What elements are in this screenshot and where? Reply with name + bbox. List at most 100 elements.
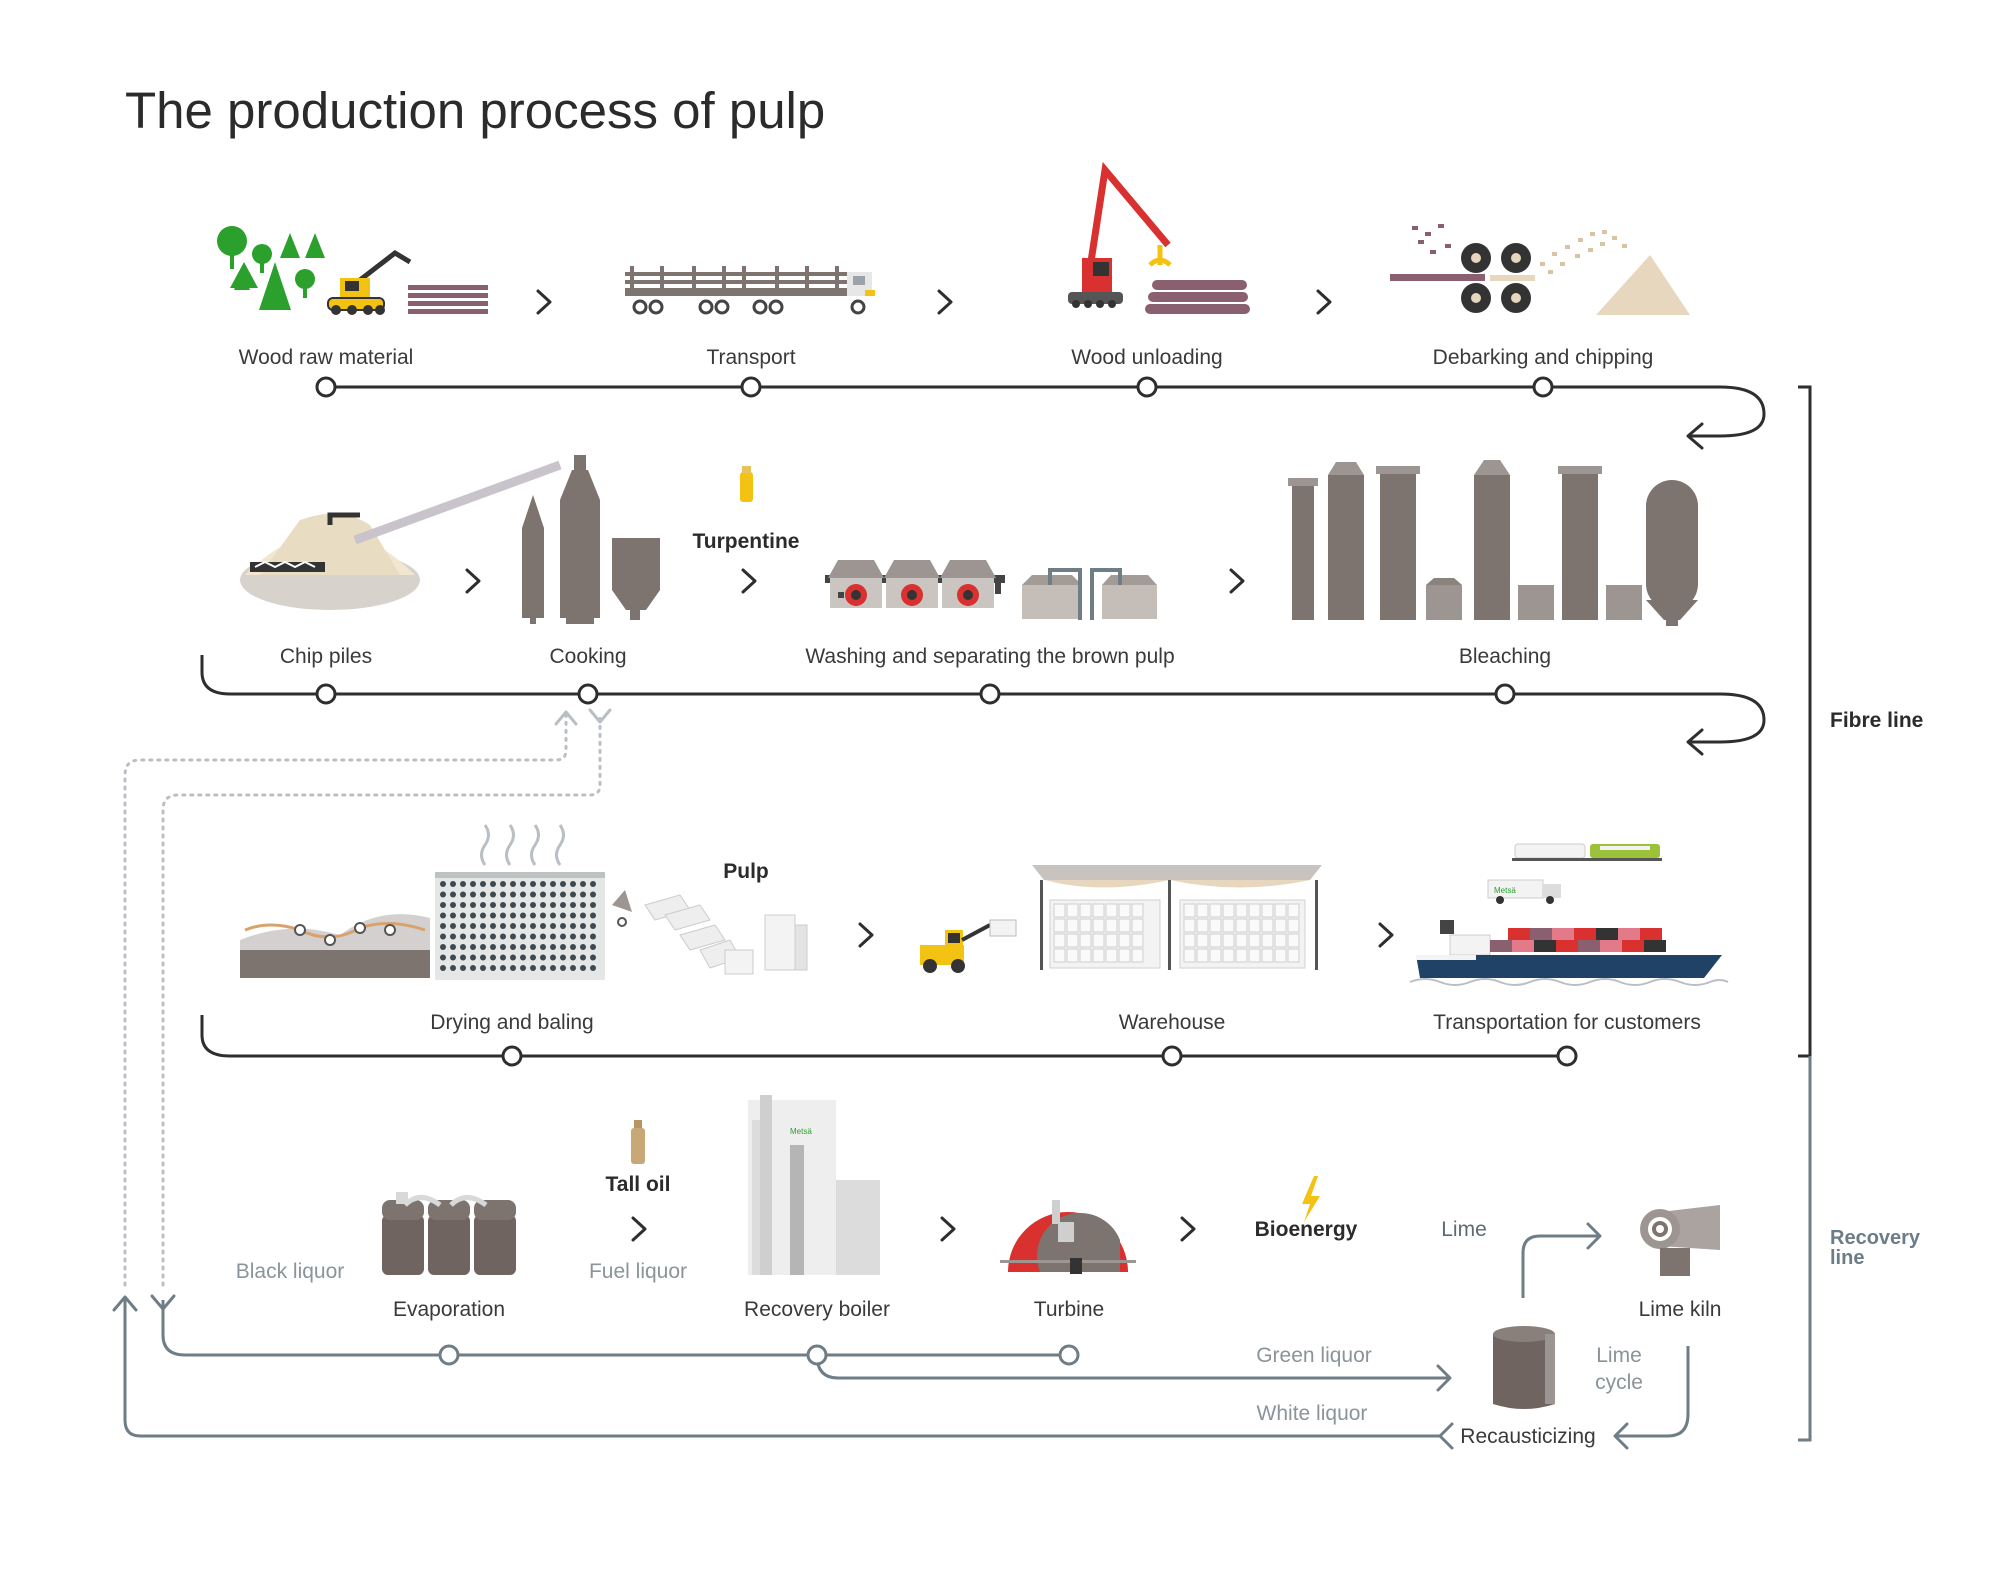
recovery-line-label-1: Recovery	[1830, 1227, 1921, 1249]
page-title: The production process of pulp	[125, 82, 825, 139]
dryer-vent-dot	[440, 891, 446, 898]
dryer-vent-dot	[580, 923, 586, 929]
dryer-vent-dot	[570, 954, 576, 961]
dryer-vent-dot	[510, 944, 516, 950]
dryer-vent-dot	[460, 965, 466, 971]
dryer-vent-dot	[450, 902, 456, 908]
dryer-vent-dot	[530, 881, 536, 887]
arrow-icon	[536, 289, 552, 315]
pulp-bale	[1105, 903, 1118, 918]
pulp-bale	[1053, 918, 1066, 933]
arrow-icon	[1378, 922, 1394, 948]
arrow-icon	[1316, 289, 1332, 315]
step-label-wood-unloading: Wood unloading	[1071, 346, 1222, 369]
pulp-bale	[1105, 948, 1118, 963]
pulp-sheets-icon	[612, 890, 808, 975]
dryer-vent-dot	[490, 912, 496, 919]
node-turbine	[1058, 1344, 1080, 1366]
dryer-vent-dot	[520, 933, 526, 940]
pulp-bale	[1274, 933, 1287, 948]
arrow-icon	[465, 568, 481, 594]
pulp-bale	[1209, 918, 1222, 933]
recausticizing-tank-icon	[1493, 1326, 1555, 1409]
dryer-vent-dot	[460, 881, 466, 887]
chip-pile-icon	[1596, 255, 1690, 315]
dryer-vent-dot	[450, 912, 456, 919]
pulp-bale	[1092, 918, 1105, 933]
arrow-up-icon	[112, 1295, 138, 1312]
dryer-vent-dot	[480, 891, 486, 898]
dryer-vent-dot	[480, 902, 486, 908]
dryer-vent-dot	[550, 912, 556, 919]
pulp-bale	[1092, 948, 1105, 963]
node-transport-customers	[1556, 1045, 1578, 1067]
dryer-vent-dot	[440, 912, 446, 919]
pulp-bale	[1196, 918, 1209, 933]
dryer-vent-dot	[540, 933, 546, 940]
dryer-vent-dot	[550, 933, 556, 940]
node-drying	[501, 1045, 523, 1067]
dryer-vent-dot	[460, 923, 466, 929]
node-wood-unloading	[1136, 376, 1158, 398]
flow-label-lime-cycle-1: Lime	[1596, 1344, 1642, 1367]
dryer-vent-dot	[550, 965, 556, 971]
dryer-vent-dot	[490, 965, 496, 971]
dryer-vent-dot	[590, 902, 596, 908]
dryer-vent-dot	[490, 944, 496, 950]
dryer-vent-dot	[460, 902, 466, 908]
dryer-vent-dot	[570, 965, 576, 971]
dryer-vent-dot	[510, 902, 516, 908]
recovery-line-label-2: line	[1830, 1247, 1864, 1269]
pulp-bale	[1066, 933, 1079, 948]
product-bioenergy: Bioenergy	[1255, 1218, 1358, 1241]
pulp-bale	[1261, 918, 1274, 933]
dryer-vent-dot	[580, 902, 586, 908]
dryer-vent-dot	[490, 881, 496, 887]
log-truck-icon	[625, 266, 875, 315]
flow-label-fuel-liquor: Fuel liquor	[589, 1260, 687, 1283]
train-icon	[1512, 843, 1662, 861]
dryer-vent-dot	[520, 912, 526, 919]
dryer-vent-dot	[580, 944, 586, 950]
dryer-vent-dot	[510, 933, 516, 940]
dryer-vent-dot	[550, 891, 556, 898]
metsa-logo-boiler: Metsä	[790, 1127, 812, 1136]
black-liquor-return-line	[123, 710, 568, 1287]
node-bleaching	[1494, 683, 1516, 705]
dryer-vent-dot	[530, 944, 536, 950]
pulp-bale	[1287, 948, 1300, 963]
pulp-bale	[1235, 948, 1248, 963]
dryer-vent-dot	[500, 912, 506, 919]
dryer-vent-dot	[520, 944, 526, 950]
dryer-vent-dot	[490, 933, 496, 940]
dryer-vent-dot	[480, 912, 486, 919]
pulp-bale	[1196, 903, 1209, 918]
dryer-vent-dot	[510, 954, 516, 961]
dryer-vent-dot	[490, 923, 496, 929]
dryer-vent-dot	[580, 912, 586, 919]
white-liquor-line	[123, 1298, 1440, 1438]
pulp-bale	[1092, 933, 1105, 948]
dryer-vent-dot	[540, 954, 546, 961]
fibre-line-row3	[200, 1015, 1567, 1058]
bark-particles-icon	[1412, 224, 1451, 254]
pulp-bale	[1287, 918, 1300, 933]
dryer-vent-dot	[500, 891, 506, 898]
dryer-vent-dot	[530, 933, 536, 940]
dryer-vent-dot	[580, 954, 586, 961]
dryer-vent-dot	[490, 902, 496, 908]
arrow-icon	[741, 568, 757, 594]
dryer-vent-dot	[440, 902, 446, 908]
white-liquor-supply-line	[161, 714, 602, 1287]
dryer-vent-dot	[470, 891, 476, 898]
product-turpentine: Turpentine	[693, 530, 800, 553]
pulp-bale	[1131, 933, 1144, 948]
recovery-line-main	[161, 1300, 1069, 1357]
dryer-vent-dot	[440, 954, 446, 961]
flow-label-white-liquor: White liquor	[1257, 1402, 1368, 1425]
dryer-vent-dot	[570, 944, 576, 950]
dryer-vent-dot	[590, 923, 596, 929]
dryer-vent-dot	[540, 902, 546, 908]
dryer-vent-dot	[440, 923, 446, 929]
dryer-vent-dot	[560, 944, 566, 950]
